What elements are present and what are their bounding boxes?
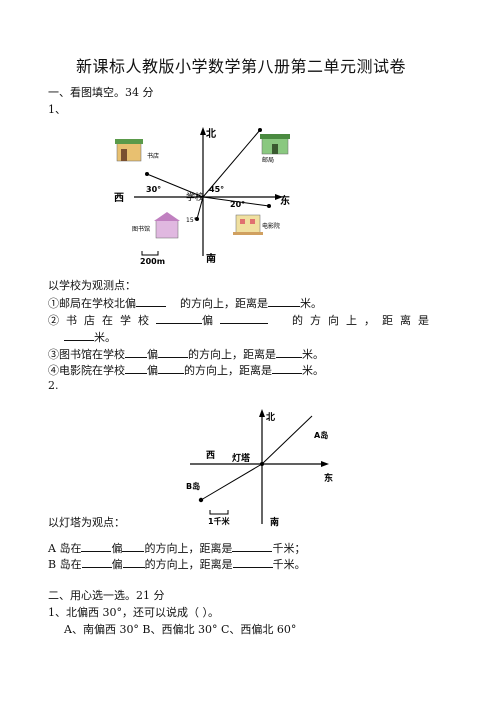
school-direction-map: 北 南 东 西 学校 书店 邮局 图书馆 电影院 30° 45° 20° 15°… [114, 127, 290, 266]
answer-blank[interactable] [125, 346, 147, 358]
answer-blank[interactable] [158, 362, 184, 374]
answer-blank[interactable] [122, 540, 145, 552]
answer-blank[interactable] [64, 329, 94, 341]
lighthouse-label: 灯塔 [232, 452, 251, 464]
angle-30-label: 30° [146, 185, 161, 194]
fill-item-2: ②书店在学校偏的方向上，距离是 [48, 312, 436, 327]
lighthouse-direction-map: 北 南 东 西 灯塔 A岛 B岛 1千米 [186, 409, 333, 528]
map1-south-label: 南 [206, 252, 216, 265]
cinema-building-icon [233, 214, 263, 235]
question1-number: 1、 [48, 103, 66, 116]
page-title: 新课标人教版小学数学第八册第二单元测试卷 [76, 57, 407, 76]
angle-15-label: 15° [186, 217, 197, 224]
post-office-building-icon [260, 134, 290, 155]
library-label: 图书馆 [132, 225, 150, 233]
fill-item-2-cont: 米。 [64, 329, 116, 345]
answer-blank[interactable] [268, 295, 300, 307]
answer-blank[interactable] [272, 362, 302, 374]
answer-blank[interactable] [232, 540, 273, 552]
b-island-label: B岛 [186, 481, 200, 491]
post-office-label: 邮局 [262, 156, 274, 164]
question2-number: 2. [48, 379, 59, 392]
map1-north-label: 北 [206, 127, 216, 140]
observe-point-1: 以学校为观测点： [48, 279, 136, 292]
a-island-label: A岛 [314, 430, 328, 440]
choice-question-1: 1、北偏西 30°，还可以说成（ ）。 [48, 606, 219, 619]
map1-center-label: 学校 [186, 191, 204, 203]
answer-blank[interactable] [156, 312, 202, 324]
answer-blank[interactable] [276, 346, 302, 358]
answer-blank[interactable] [81, 556, 112, 568]
fill-item-3: ③图书馆在学校偏的方向上，距离是米。 [48, 346, 324, 361]
bookstore-label: 书店 [147, 152, 159, 160]
map2-scale-label: 1千米 [208, 516, 231, 526]
map1-west-label: 西 [114, 192, 124, 204]
a-island-line: A 岛在偏的方向上，距离是千米； [48, 540, 306, 555]
library-building-icon [154, 212, 180, 239]
fill-item-4: ④电影院在学校偏的方向上，距离是米。 [48, 362, 324, 377]
observe-point-2: 以灯塔为观点： [48, 516, 125, 529]
map2-east-label: 东 [324, 472, 333, 484]
map1-scale-label: 200m [140, 257, 165, 266]
map2-north-label: 北 [266, 411, 275, 423]
section2-heading: 二、用心选一选。21 分 [48, 589, 165, 602]
answer-blank[interactable] [220, 312, 268, 324]
map2-south-label: 南 [270, 516, 279, 528]
cinema-label: 电影院 [262, 222, 280, 230]
map2-west-label: 西 [206, 450, 215, 461]
choice-options: A、南偏西 30° B、西偏北 30° C、西偏北 60° [64, 623, 297, 636]
bookstore-building-icon [115, 139, 143, 162]
angle-20-label: 20° [230, 200, 245, 209]
answer-blank[interactable] [125, 362, 147, 374]
answer-blank[interactable] [81, 540, 112, 552]
map1-east-label: 东 [280, 194, 290, 207]
answer-blank[interactable] [136, 295, 166, 307]
answer-blank[interactable] [122, 556, 145, 568]
section1-heading: 一、看图填空。34 分 [48, 86, 154, 99]
answer-blank[interactable] [158, 346, 188, 358]
answer-blank[interactable] [232, 556, 273, 568]
b-island-line: B 岛在偏的方向上，距离是千米。 [48, 556, 306, 571]
angle-45-label: 45° [209, 185, 224, 194]
fill-item-1: ①邮局在学校北偏的方向上，距离是米。 [48, 295, 322, 310]
